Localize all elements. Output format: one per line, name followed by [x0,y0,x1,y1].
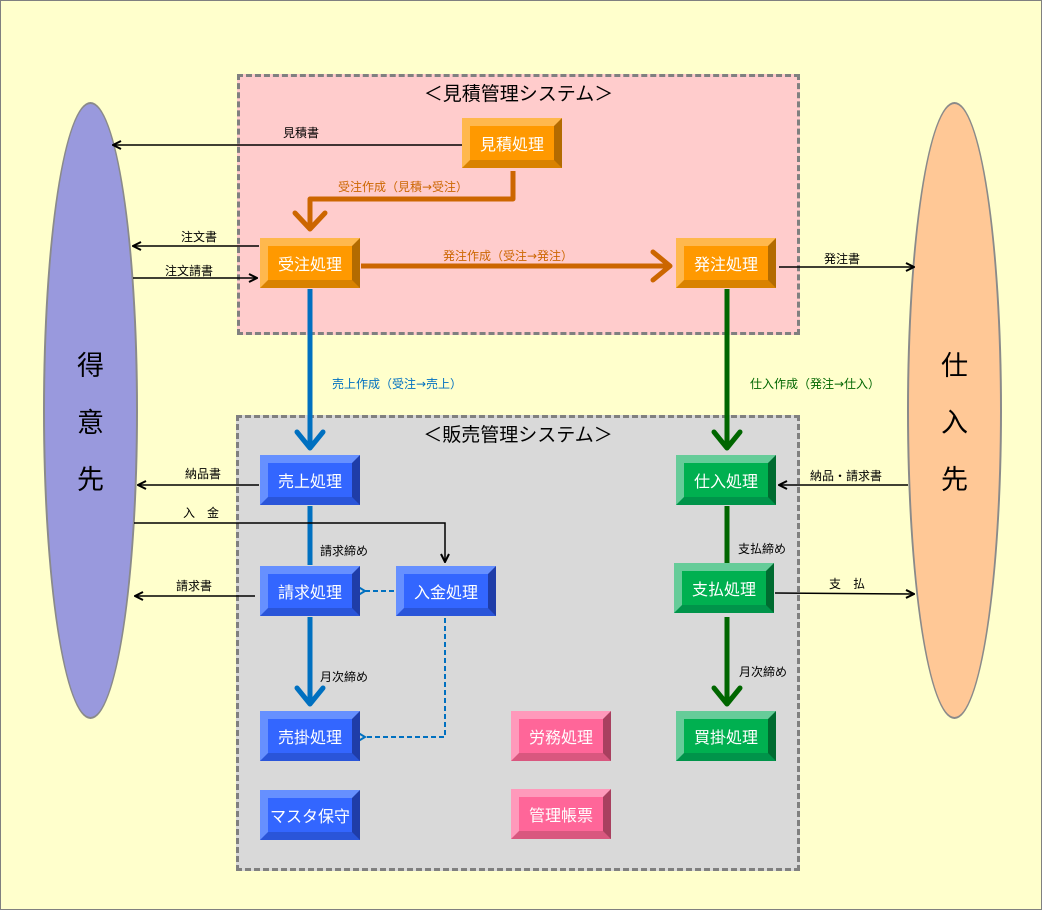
box-shiire-shori[interactable]: 仕入処理 [676,455,776,505]
arrowhead-kaikake [711,685,743,707]
estimate-system-region: ＜見積管理システム＞ [237,74,800,335]
box-label: 受注処理 [277,255,342,274]
box-label: 労務処理 [528,728,593,747]
box-romu-shori[interactable]: 労務処理 [511,711,611,761]
label-nohin-seikyusho: 納品・請求書 [810,469,883,483]
box-label: 売掛処理 [277,728,342,747]
label-juchu-sakusei: 受注作成（見積→受注） [338,180,469,194]
arrow-nyukin [134,522,445,562]
customer-label-char-3: 先 [77,465,104,496]
supplier-label-char-3: 先 [941,465,968,496]
box-label: マスタ保守 [269,807,350,826]
customer-label-char-2: 意 [77,408,104,439]
customer-label-char-1: 得 [77,351,104,382]
box-label: 請求処理 [277,583,342,602]
arrow-shiharai [774,593,914,594]
box-nyukin-shori[interactable]: 入金処理 [396,566,496,616]
supplier-label-char-2: 入 [941,408,968,439]
label-nyukin: 入 金 [183,506,220,520]
label-shiharai: 支 払 [829,577,866,591]
box-juchu-shori[interactable]: 受注処理 [260,238,360,288]
sales-system-title: ＜販売管理システム＞ [423,424,613,446]
box-seikyu-shori[interactable]: 請求処理 [260,566,360,616]
label-chumon-ukesho: 注文請書 [165,264,214,278]
supplier-ellipse: 仕 入 先 [907,102,1002,719]
supplier-label-char-1: 仕 [941,351,968,382]
box-uriage-shori[interactable]: 売上処理 [260,455,360,505]
box-label: 入金処理 [413,583,478,602]
label-nohinsho: 納品書 [185,467,222,481]
box-kanri-chohyo[interactable]: 管理帳票 [511,789,611,839]
label-hatchusho: 発注書 [824,252,861,266]
label-seikyu-shime: 請求締め [320,544,369,558]
box-shiharai-shori[interactable]: 支払処理 [674,563,774,613]
arrowhead-urikake [294,685,326,707]
flow-juchu-sakusei [307,171,516,229]
box-urikake-shori[interactable]: 売掛処理 [260,711,360,761]
box-hatchu-shori[interactable]: 発注処理 [676,238,776,288]
box-mitsumori-shori[interactable]: 見積処理 [462,118,562,168]
arrowhead-shiire [711,429,743,451]
label-getsuji-shime-left: 月次締め [320,670,369,684]
label-hatchu-sakusei: 発注作成（受注→発注） [443,249,574,263]
label-mitsumorisho: 見積書 [283,126,320,140]
box-kaikake-shori[interactable]: 買掛処理 [676,711,776,761]
label-shiharai-shime: 支払締め [738,542,787,556]
label-uriage-sakusei: 売上作成（受注→売上） [332,377,463,391]
box-label: 管理帳票 [528,806,593,825]
box-label: 仕入処理 [693,472,758,491]
box-label: 発注処理 [693,255,758,274]
box-label: 支払処理 [691,580,756,599]
arrowhead-uriage [294,429,326,451]
box-label: 買掛処理 [693,728,758,747]
dashed-nyukin-to-urikake [354,618,446,744]
arrowhead-juchu [292,210,328,232]
box-label: 見積処理 [479,135,544,154]
estimate-system-title: ＜見積管理システム＞ [423,83,614,105]
box-label: 売上処理 [277,472,342,491]
label-chumonsho: 注文書 [181,230,218,244]
label-seikyusho: 請求書 [176,579,213,593]
customer-ellipse: 得 意 先 [43,102,138,719]
label-getsuji-shime-right: 月次締め [739,665,788,679]
box-master-hoshu[interactable]: マスタ保守 [260,790,360,840]
label-shiire-sakusei: 仕入作成（発注→仕入） [750,377,881,391]
arrowhead-hatchu [650,249,673,283]
